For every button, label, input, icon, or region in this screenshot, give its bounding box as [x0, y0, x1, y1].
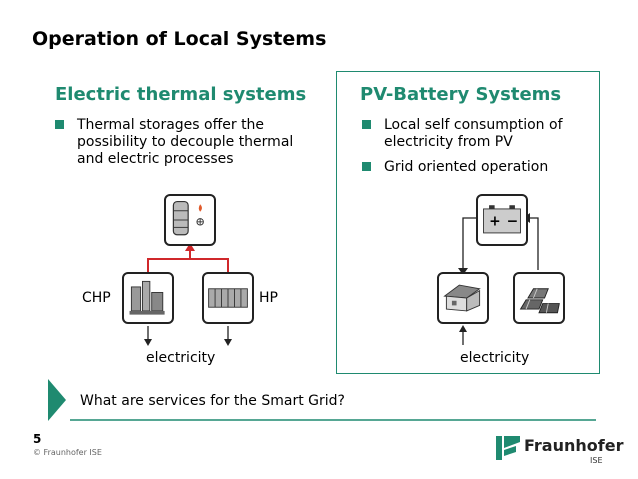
svg-text:−: − — [507, 214, 519, 230]
bullet-square-icon — [55, 120, 64, 129]
house-to-battery-line — [462, 217, 477, 270]
bullet-square-icon — [362, 120, 371, 129]
right-electricity-label: electricity — [460, 350, 530, 366]
left-electricity-label: electricity — [146, 350, 216, 366]
thermal-storage-icon — [164, 194, 216, 246]
down-arrow-icon — [458, 268, 468, 275]
pv-panels-icon — [513, 272, 565, 324]
heat-pump-icon — [202, 272, 254, 324]
right-heading: PV-Battery Systems — [360, 84, 562, 105]
chp-label: CHP — [82, 290, 111, 306]
down-arrow-icon — [144, 339, 152, 346]
play-arrow-icon — [48, 379, 66, 421]
svg-text:+: + — [489, 214, 501, 230]
heat-arrow-icon — [185, 243, 195, 251]
left-bullet-item: Thermal storages offer the possibility t… — [55, 117, 315, 168]
logo-sub: ISE — [590, 456, 603, 465]
down-arrow-icon — [224, 339, 232, 346]
right-bullet-list: Local self consumption of electricity fr… — [362, 117, 592, 184]
right-bullet-item: Grid oriented operation — [362, 159, 592, 176]
left-heading: Electric thermal systems — [55, 84, 307, 105]
heat-connector-line — [147, 258, 229, 272]
fraunhofer-logo-icon — [496, 436, 520, 460]
pv-to-battery-line — [528, 217, 539, 270]
pv-battery-panel — [336, 71, 600, 374]
chp-unit-icon — [122, 272, 174, 324]
house-icon — [437, 272, 489, 324]
logo-name: Fraunhofer — [524, 436, 624, 455]
page-number: 5 — [33, 432, 42, 446]
hp-label: HP — [259, 290, 278, 306]
left-bullet-list: Thermal storages offer the possibility t… — [55, 117, 315, 176]
copyright-text: © Fraunhofer ISE — [33, 448, 102, 457]
question-bar — [48, 379, 596, 421]
right-bullet-item: Local self consumption of electricity fr… — [362, 117, 592, 151]
slide-title: Operation of Local Systems — [32, 28, 327, 50]
up-arrow-icon — [459, 325, 467, 332]
question-text: What are services for the Smart Grid? — [80, 393, 345, 409]
battery-icon: + − — [476, 194, 528, 246]
bullet-square-icon — [362, 162, 371, 171]
